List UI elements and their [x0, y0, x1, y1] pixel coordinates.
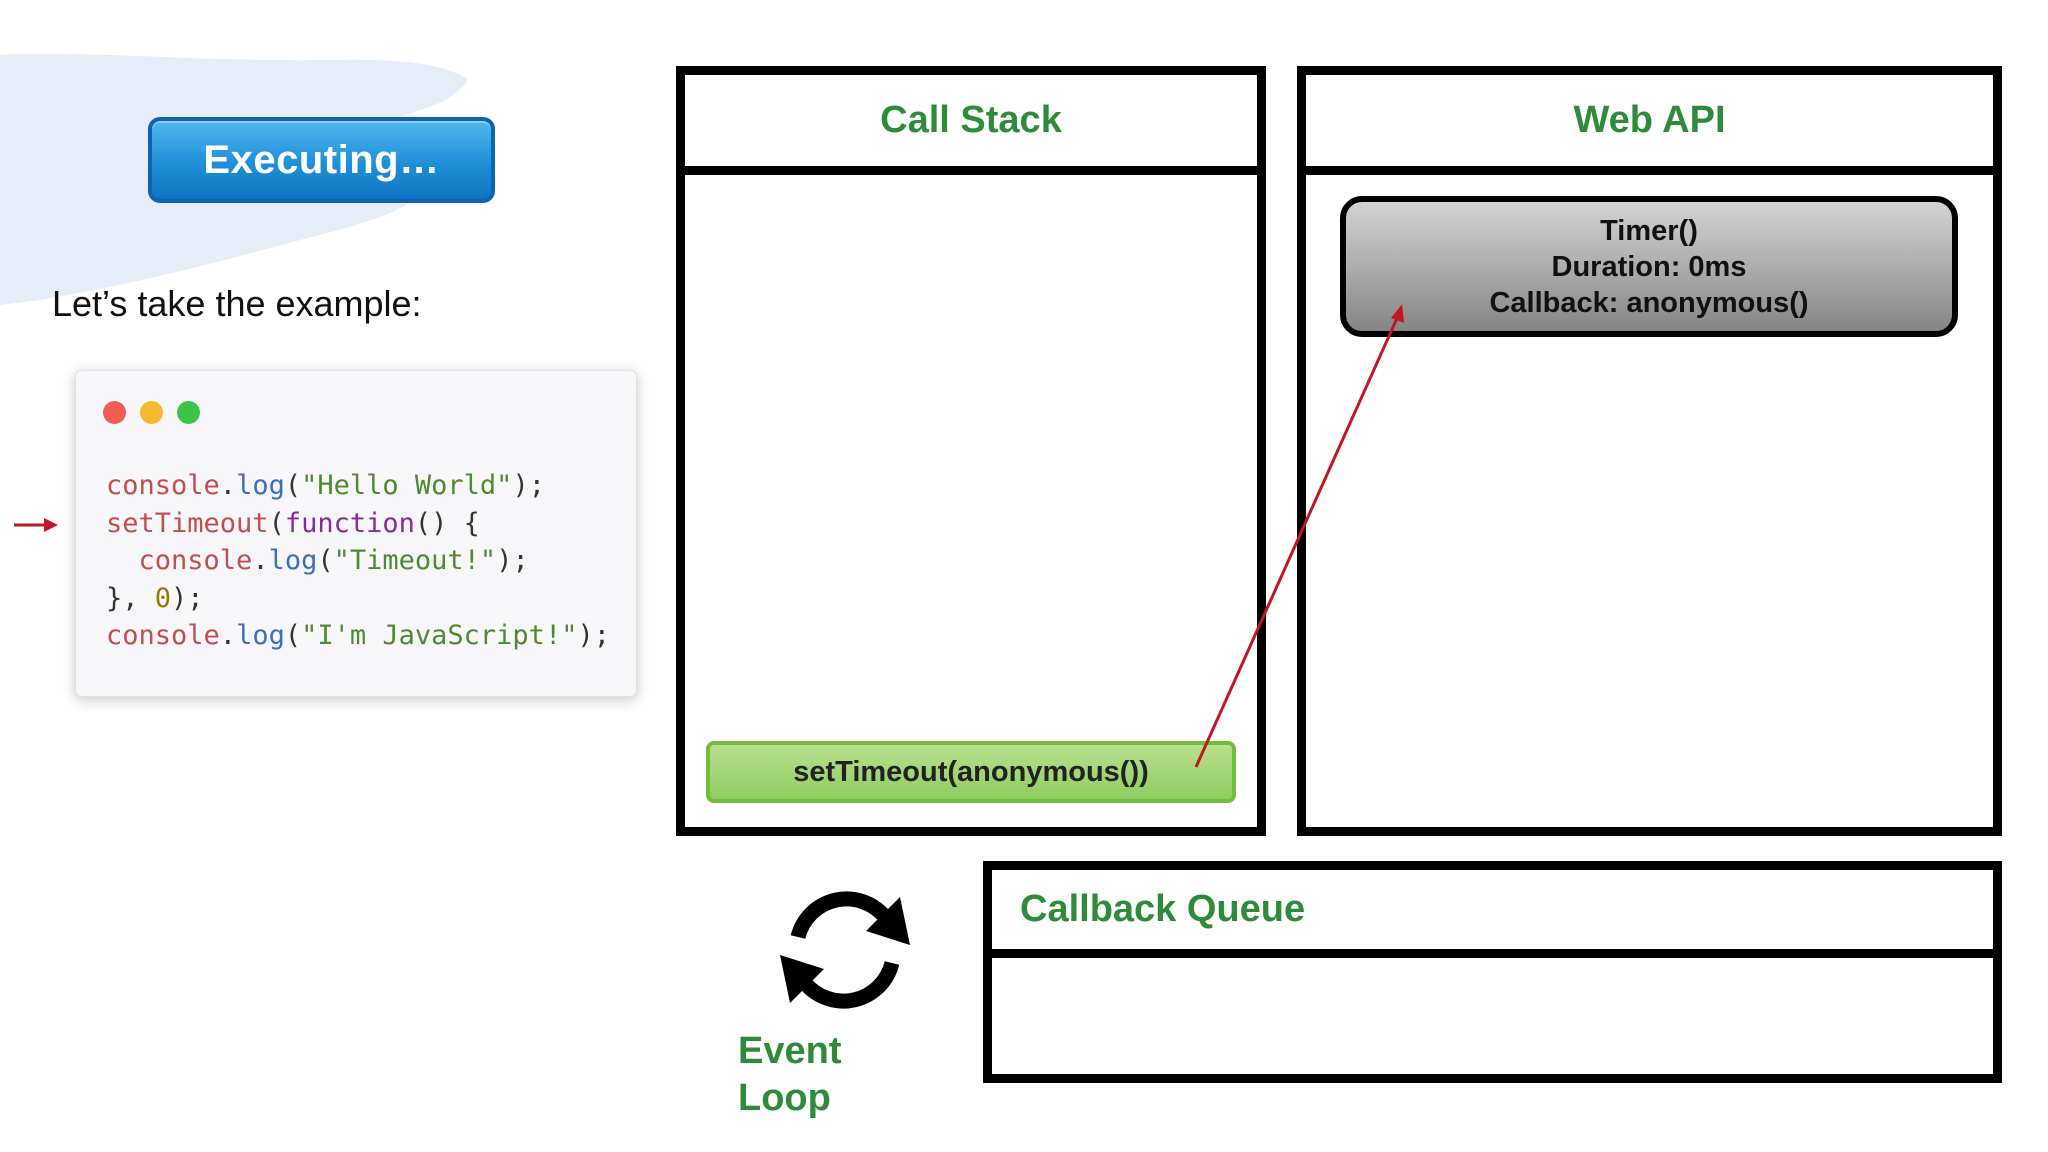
code-block: console.log("Hello World"); setTimeout(fu… [106, 467, 610, 655]
event-loop-label-line1: Event [738, 1030, 842, 1072]
timer-duration: Duration: 0ms [1551, 250, 1747, 283]
event-loop-cycle-icon [780, 891, 910, 1009]
timer-box: Timer() Duration: 0ms Callback: anonymou… [1340, 196, 1958, 337]
timer-name: Timer() [1600, 214, 1698, 247]
event-loop-label: Event Loop [738, 1028, 841, 1122]
call-stack-panel: Call Stack [676, 66, 1266, 836]
code-line: console.log("Hello World"); [106, 470, 545, 501]
call-stack-title: Call Stack [685, 75, 1257, 175]
call-stack-frame: setTimeout(anonymous()) [706, 741, 1236, 803]
code-line: }, 0); [106, 582, 204, 614]
code-window: console.log("Hello World"); setTimeout(fu… [75, 370, 637, 697]
code-line: console.log("Timeout!"); [106, 545, 529, 576]
web-api-panel: Web API [1297, 66, 2002, 836]
status-badge: Executing… [148, 117, 495, 203]
code-line: setTimeout(function() { [106, 507, 480, 539]
callback-queue-panel: Callback Queue [983, 861, 2002, 1083]
current-line-arrow-icon [14, 518, 58, 532]
callback-queue-title: Callback Queue [992, 870, 1993, 958]
timer-callback: Callback: anonymous() [1489, 286, 1809, 319]
window-close-dot [103, 401, 126, 424]
event-loop-label-line2: Loop [738, 1077, 831, 1119]
window-zoom-dot [177, 401, 200, 424]
window-minimize-dot [140, 401, 163, 424]
web-api-title: Web API [1306, 75, 1993, 175]
intro-text: Let’s take the example: [52, 283, 422, 324]
code-line: console.log("I'm JavaScript!"); [106, 620, 610, 651]
